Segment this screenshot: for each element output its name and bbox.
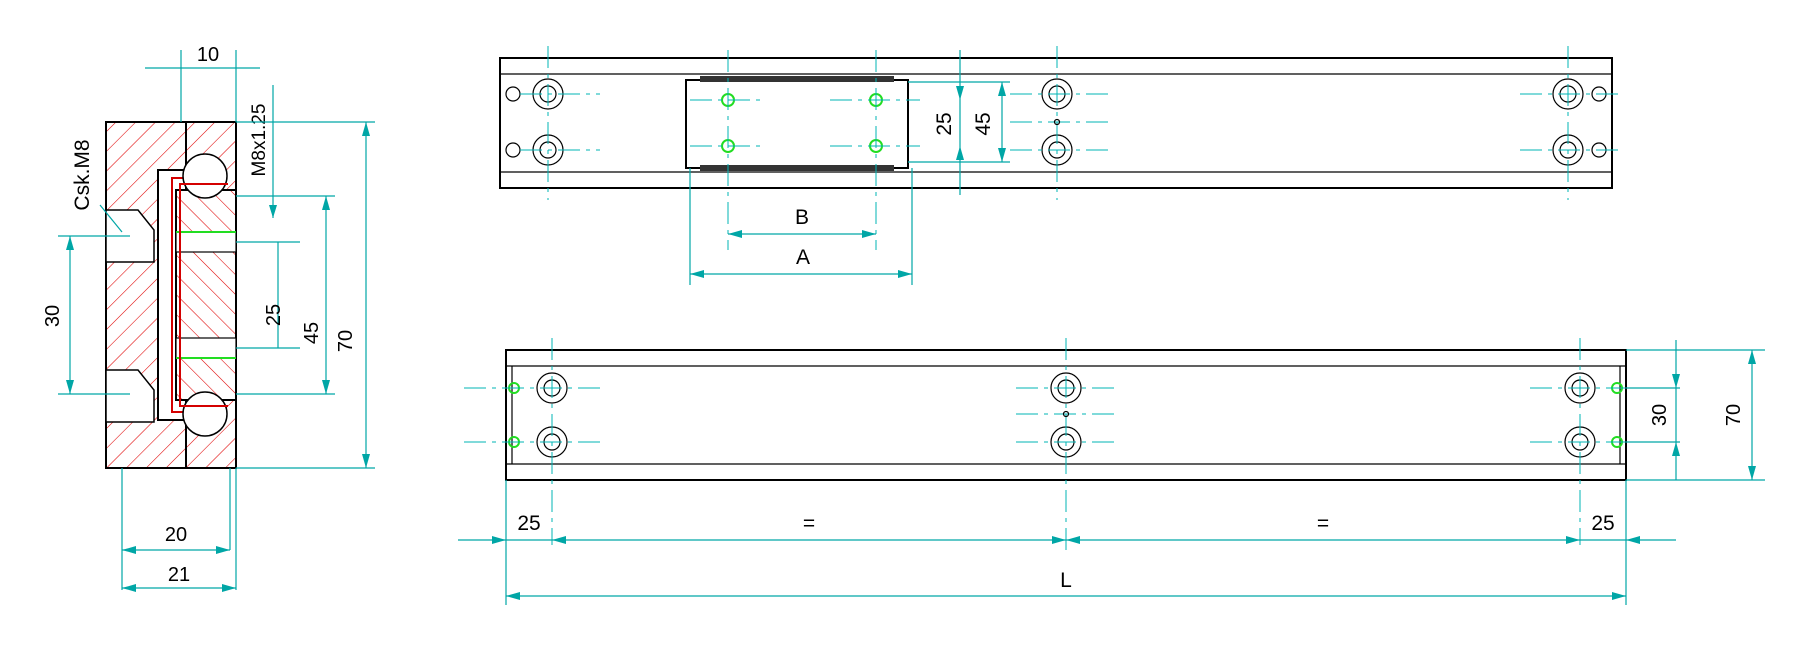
top-view: 25 45 B A [499,46,1620,285]
dim-arrow [862,230,876,238]
dim-45-label: 45 [972,112,995,135]
dim-arrow [269,205,277,218]
dim-arrow [1626,536,1640,544]
dim-a-label: A [796,246,810,269]
dim-70-label: 70 [1723,404,1745,426]
tapped-slot-1 [175,231,237,253]
carriage-seal [700,165,894,171]
end-hole [505,142,521,158]
center-lines [520,46,1620,250]
dim-arrow [222,584,236,592]
dim-45-label: 45 [301,322,323,344]
bottom-center-lines [464,338,1640,550]
dim-arrow [322,196,330,210]
dim-equal-right-label: = [1317,512,1329,535]
dim-arrow [728,230,742,238]
dim-arrow [1612,592,1626,600]
dim-arrow [1066,536,1080,544]
countersink-bottom [105,369,155,423]
dim-arrow [1748,350,1756,364]
dim-arrow [898,270,912,278]
dim-l-label: L [1060,569,1072,592]
dim-70-label: 70 [335,330,357,352]
dim-arrow [492,536,506,544]
dim-arrow [322,380,330,394]
dim-equal-left-label: = [803,512,815,535]
end-hole [505,86,521,102]
center-mark [1053,118,1061,126]
dim-30-label: 30 [1649,404,1671,426]
counterbore-hole [1552,78,1584,110]
dim-arrow [66,236,74,250]
bottom-view: 30 70 25 = = 25 L [458,338,1765,605]
dim-arrow [998,82,1006,96]
rail-outline [499,57,1613,189]
dim-25-right-label: 25 [1591,512,1614,535]
dim-arrow [362,454,370,468]
dim-arrow [122,584,136,592]
bearing-ball-top [182,153,228,199]
dim-25-left-label: 25 [517,512,540,535]
dim-arrow [506,592,520,600]
dim-10-label: 10 [197,44,219,66]
dim-arrow [956,86,964,100]
dim-25-label: 25 [263,304,285,326]
dim-arrow [552,536,566,544]
carriage-seal [700,76,894,82]
section-view: 10 M8x1.25 Csk.M8 30 25 45 70 [42,44,375,592]
dim-21-label: 21 [168,564,190,586]
dim-arrow [998,148,1006,162]
dim-b-label: B [795,206,809,229]
dim-arrow [1566,536,1580,544]
bearing-ball-bottom [182,391,228,437]
dim-arrow [122,546,136,554]
tapped-slot-2 [175,337,237,359]
dim-30-label: 30 [42,305,64,327]
leader-line [99,204,123,233]
dim-arrow [690,270,704,278]
dim-arrow [216,546,230,554]
dim-arrow [1052,536,1066,544]
dim-arrow [66,380,74,394]
dim-arrow [1672,442,1680,456]
dim-arrow [1672,374,1680,388]
section-carriage [175,189,237,401]
dim-arrow [362,122,370,136]
countersink-label: Csk.M8 [71,139,94,210]
center-mark [1062,410,1070,418]
dim-25-label: 25 [933,112,956,135]
dim-arrow [956,146,964,160]
thread-label: M8x1.25 [249,104,270,177]
dim-arrow [1748,466,1756,480]
dim-20-label: 20 [165,524,187,546]
